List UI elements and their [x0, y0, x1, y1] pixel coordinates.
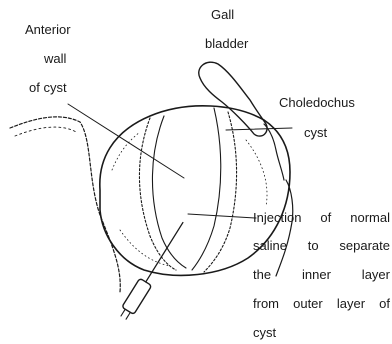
leader-choledochus [226, 128, 292, 130]
duct-right [276, 180, 293, 276]
gall-bladder [199, 62, 267, 136]
label-choledochus-2: cyst [304, 125, 327, 141]
label-injection-4: from outer layer of [253, 296, 390, 312]
label-injection-3: the inner layer [253, 267, 390, 283]
label-anterior-wall-1: Anterior [25, 22, 71, 38]
label-gall-bladder-2: bladder [205, 36, 248, 52]
label-gall-bladder-1: Gall [211, 7, 234, 23]
label-anterior-wall-2: wall [44, 51, 66, 67]
label-anterior-wall-3: of cyst [29, 80, 67, 96]
cyst-inner-band-3 [192, 108, 221, 270]
cyst-texture-right [246, 140, 267, 206]
label-choledochus-1: Choledochus [279, 95, 355, 111]
leader-injection [188, 214, 256, 218]
cyst-inner-band-1 [139, 118, 176, 270]
label-injection-2: saline to separate [253, 238, 390, 254]
liver-outline-inner [15, 127, 76, 136]
liver-outline [10, 117, 120, 292]
syringe [118, 219, 189, 321]
leader-anterior-wall [68, 104, 184, 178]
cystic-duct [264, 124, 284, 180]
cyst-texture-left [112, 132, 140, 170]
label-injection-1: Injection of normal [253, 210, 390, 226]
label-injection-5: cyst [253, 325, 276, 341]
